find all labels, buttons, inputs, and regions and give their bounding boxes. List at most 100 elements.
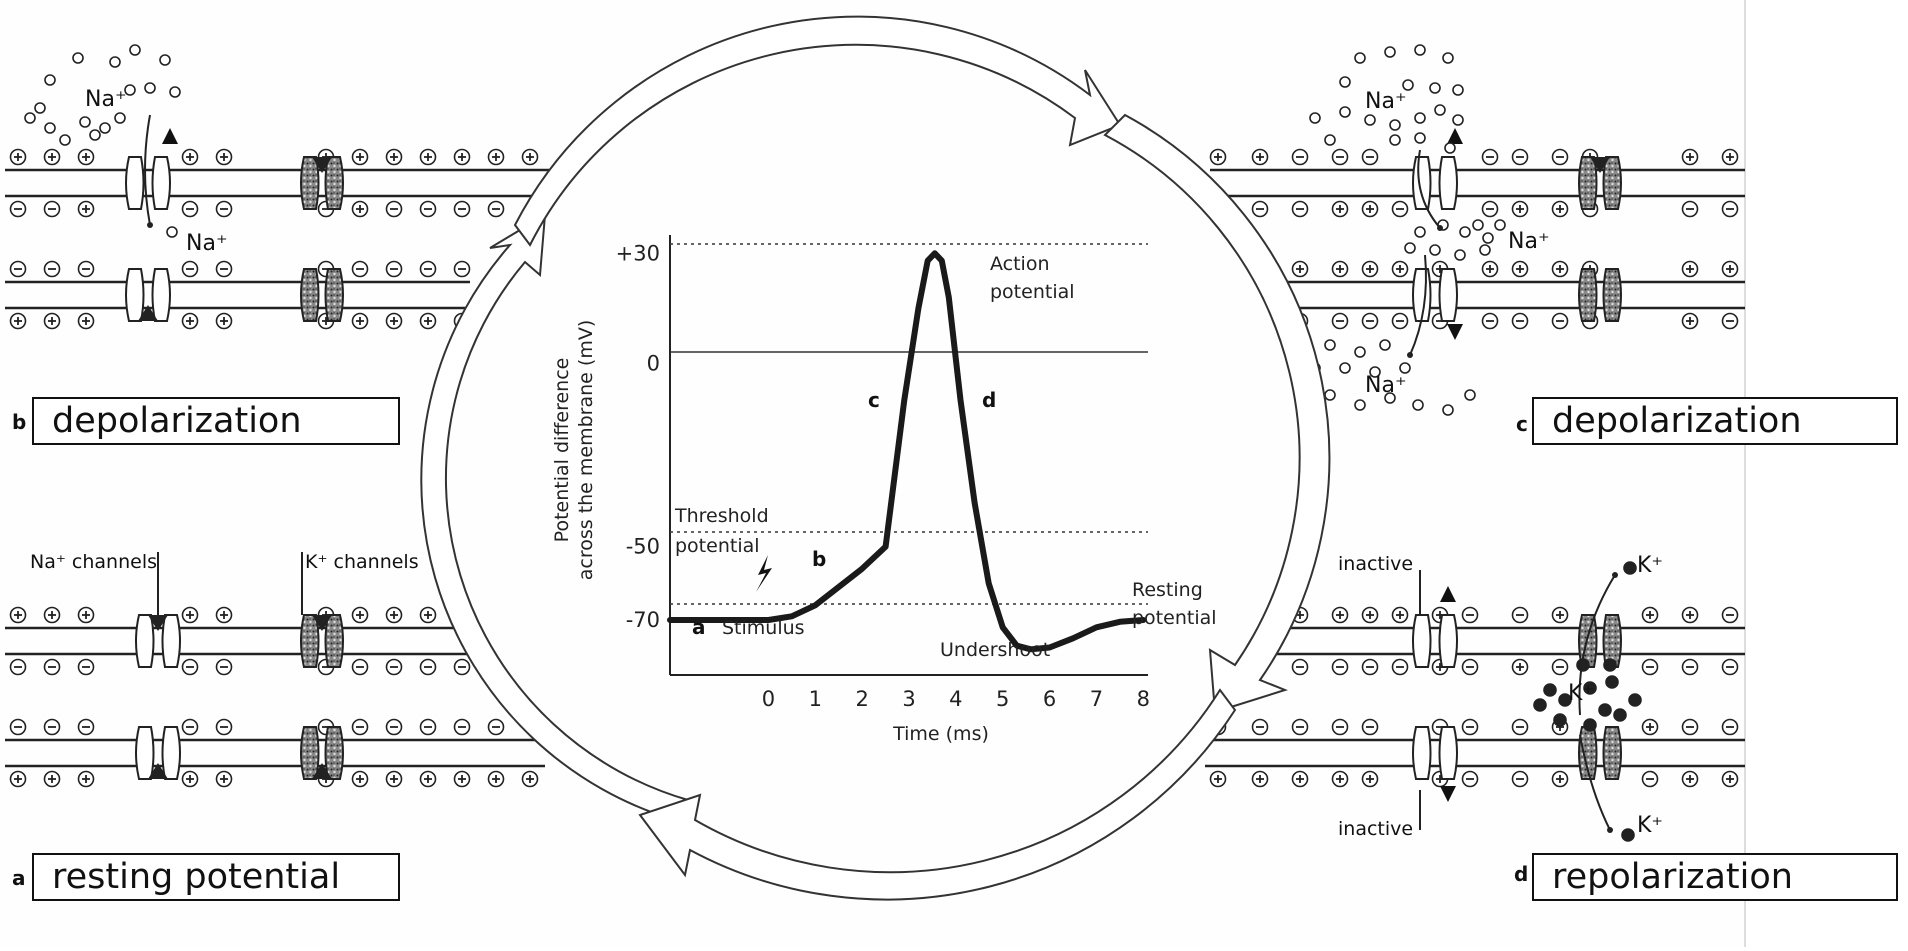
potassium-channel-icon <box>1578 268 1622 322</box>
minus-charge-icon <box>419 260 437 278</box>
sodium-ion-icon <box>109 56 121 68</box>
minus-charge-icon <box>453 260 471 278</box>
sodium-ion-icon <box>1479 244 1491 256</box>
plus-charge-icon <box>419 148 437 166</box>
minus-charge-icon <box>1721 718 1739 736</box>
minus-charge-icon <box>181 260 199 278</box>
annot-action-1: Action <box>990 253 1050 275</box>
potassium-channel-icon <box>300 156 344 210</box>
minus-charge-icon <box>1391 312 1409 330</box>
sodium-ion-icon <box>1404 242 1416 254</box>
minus-charge-icon <box>215 658 233 676</box>
plus-charge-icon <box>9 606 27 624</box>
plus-charge-icon <box>385 606 403 624</box>
phase-b-label: b <box>812 547 826 571</box>
plus-charge-icon <box>1681 260 1699 278</box>
plus-charge-icon <box>453 770 471 788</box>
panel-c-letter: c <box>1516 412 1528 436</box>
sodium-ion-icon <box>1444 142 1456 154</box>
plus-charge-icon <box>1391 260 1409 278</box>
minus-charge-icon <box>215 260 233 278</box>
sodium-ion-icon <box>1429 82 1441 94</box>
minus-charge-icon <box>1361 718 1379 736</box>
potassium-channel-icon <box>1578 156 1622 210</box>
sodium-ion-icon <box>1414 132 1426 144</box>
sodium-ion-icon <box>1364 114 1376 126</box>
gate-arrow-icon <box>1440 786 1456 802</box>
x-tick-label: 7 <box>1090 687 1103 711</box>
y-tick-label: 0 <box>647 351 660 375</box>
plus-charge-icon <box>1511 260 1529 278</box>
minus-charge-icon <box>43 260 61 278</box>
sodium-ion-icon <box>1434 104 1446 116</box>
sodium-channel-icon <box>1412 614 1458 668</box>
potassium-ion-icon <box>1603 658 1617 672</box>
minus-charge-icon <box>419 718 437 736</box>
sodium-ion-icon <box>1402 79 1414 91</box>
plus-charge-icon <box>215 606 233 624</box>
minus-charge-icon <box>43 200 61 218</box>
sodium-ion-icon <box>1452 84 1464 96</box>
d-inactive-top-label: inactive <box>1338 553 1413 575</box>
ion-flow-arrow <box>1579 734 1611 831</box>
minus-charge-icon <box>1461 658 1479 676</box>
minus-charge-icon <box>1461 718 1479 736</box>
sodium-ion-icon <box>1454 249 1466 261</box>
y-tick-label: -50 <box>626 535 660 559</box>
plus-charge-icon <box>1331 200 1349 218</box>
d-inactive-bottom-label: inactive <box>1338 818 1413 840</box>
plus-charge-icon <box>419 606 437 624</box>
annot-resting-1: Resting <box>1132 579 1203 601</box>
sodium-ion-icon <box>24 112 36 124</box>
arrow-head <box>1612 572 1618 578</box>
plus-charge-icon <box>181 312 199 330</box>
sodium-ion-icon <box>1482 232 1494 244</box>
plus-charge-icon <box>43 770 61 788</box>
plus-charge-icon <box>77 200 95 218</box>
plus-charge-icon <box>385 148 403 166</box>
c-na-top-label: Na⁺ <box>1365 89 1407 114</box>
annot-threshold-1: Threshold <box>674 505 769 527</box>
sodium-channel-icon <box>125 268 171 322</box>
x-tick-label: 6 <box>1043 687 1056 711</box>
plus-charge-icon <box>419 770 437 788</box>
gate-arrow-icon <box>1447 324 1463 340</box>
plus-charge-icon <box>181 148 199 166</box>
y-tick-labels: +300-50-70 <box>616 241 660 632</box>
stimulus-bolt-icon <box>756 555 772 592</box>
sodium-ion-icon <box>1414 226 1426 238</box>
plus-charge-icon <box>43 606 61 624</box>
minus-charge-icon <box>351 718 369 736</box>
plus-charge-icon <box>77 148 95 166</box>
sodium-ion-icon <box>1324 134 1336 146</box>
minus-charge-icon <box>1331 718 1349 736</box>
minus-charge-icon <box>1721 312 1739 330</box>
membranes <box>5 168 1745 768</box>
plus-charge-icon <box>181 770 199 788</box>
plus-charge-icon <box>1551 200 1569 218</box>
plus-charge-icon <box>181 606 199 624</box>
plus-charge-icon <box>43 312 61 330</box>
sodium-ion-icon <box>1379 339 1391 351</box>
panel-a-label: resting potential <box>32 853 400 901</box>
plus-charge-icon <box>1511 200 1529 218</box>
sodium-ion-icon <box>129 44 141 56</box>
plus-charge-icon <box>1511 658 1529 676</box>
minus-charge-icon <box>385 200 403 218</box>
sodium-ion-icon <box>1389 119 1401 131</box>
plus-charge-icon <box>385 770 403 788</box>
minus-charge-icon <box>385 658 403 676</box>
d-k-top-label: K⁺ <box>1637 553 1663 578</box>
sodium-ion-icon <box>34 102 46 114</box>
minus-charge-icon <box>1511 606 1529 624</box>
potassium-ion-icon <box>1621 828 1635 842</box>
panel-b-label: depolarization <box>32 397 400 445</box>
phase-d-label: d <box>982 388 996 412</box>
plus-charge-icon <box>9 312 27 330</box>
arrow-head <box>147 222 153 228</box>
plus-charge-icon <box>1361 260 1379 278</box>
plus-charge-icon <box>1551 770 1569 788</box>
y-tick-label: +30 <box>616 241 660 265</box>
minus-charge-icon <box>43 718 61 736</box>
b-na-bottom-label: Na⁺ <box>186 231 228 256</box>
